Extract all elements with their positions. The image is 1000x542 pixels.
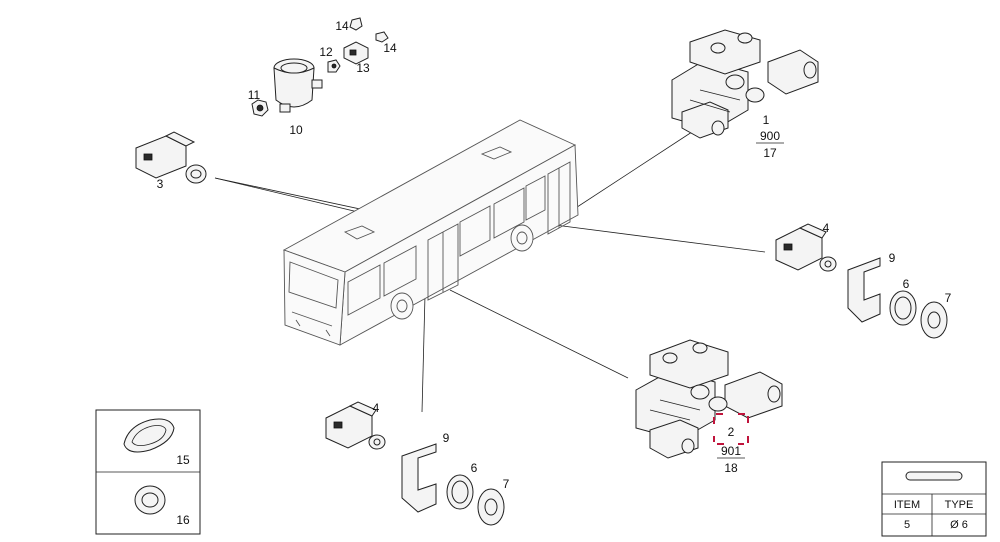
bus-windscreen xyxy=(288,261,339,309)
bus-illustration xyxy=(282,119,579,346)
bus-wheel-hub xyxy=(516,231,528,245)
callout-2-bottom: 18 xyxy=(724,461,738,475)
housing-part-10 xyxy=(273,58,323,113)
bus-bumper xyxy=(291,311,333,337)
callout-16: 16 xyxy=(176,513,190,527)
legend-table xyxy=(881,461,987,537)
valve-block-1 xyxy=(671,29,819,139)
actuator-part-4-right xyxy=(775,223,837,272)
ring-part-6-left xyxy=(446,474,474,510)
bus-rear-wheel xyxy=(510,224,534,252)
callout-4-left: 4 xyxy=(373,401,380,415)
grommet-part-16 xyxy=(134,485,166,515)
bracket-part-9-left xyxy=(401,443,437,513)
fitting-part-12 xyxy=(327,59,341,73)
legend-value-item: 5 xyxy=(904,519,910,531)
washer-part-7-left xyxy=(477,488,505,526)
bracket-part-9-right xyxy=(847,257,881,323)
callout-9-left: 9 xyxy=(443,431,450,445)
callout-13: 13 xyxy=(356,61,370,75)
bus-front xyxy=(283,249,346,346)
bus-roof-hatch xyxy=(343,225,376,240)
switch-part-3 xyxy=(135,131,207,184)
bus-middle-door xyxy=(427,223,459,301)
bus-roof-hatch xyxy=(480,146,513,160)
callout-1-top: 900 xyxy=(760,129,780,143)
bus-front-wheel xyxy=(390,292,414,320)
grommet-part-15 xyxy=(123,418,175,453)
washer-part-7-right xyxy=(920,301,948,339)
callout-11: 11 xyxy=(248,88,261,102)
callout-14-top: 14 xyxy=(335,19,349,33)
actuator-part-4-left xyxy=(325,401,386,450)
bus-window xyxy=(347,264,381,316)
bus-window xyxy=(459,205,491,257)
plug-part-14-right xyxy=(375,31,389,43)
legend-header-item: ITEM xyxy=(894,499,920,511)
callout-1-bottom: 17 xyxy=(763,146,777,160)
callout-7-right: 7 xyxy=(945,291,952,305)
callout-4-right: 4 xyxy=(823,221,830,235)
callout-12: 12 xyxy=(319,45,333,59)
bus-window xyxy=(525,175,546,221)
leader-line xyxy=(421,294,426,413)
leader-line xyxy=(449,289,629,379)
callout-9-right: 9 xyxy=(889,251,896,265)
nut-part-11 xyxy=(251,99,269,117)
callout-2-item: 2 xyxy=(728,425,735,439)
bus-rear-door xyxy=(547,161,571,235)
callout-6-right: 6 xyxy=(903,277,910,291)
legend-value-type: Ø 6 xyxy=(950,519,968,531)
callout-7-left: 7 xyxy=(503,477,510,491)
legend-header-type: TYPE xyxy=(945,499,974,511)
leader-line xyxy=(554,224,766,253)
callout-15: 15 xyxy=(176,453,190,467)
callout-10: 10 xyxy=(289,123,303,137)
bus-wheel-hub xyxy=(396,299,408,313)
bus-window xyxy=(383,245,417,297)
plug-part-14-top xyxy=(349,17,363,31)
hose-icon xyxy=(905,471,963,481)
callout-6-left: 6 xyxy=(471,461,478,475)
callout-1-item: 1 xyxy=(763,113,770,127)
callout-2-top: 901 xyxy=(721,444,741,458)
ring-part-6-right xyxy=(889,290,917,326)
callout-3: 3 xyxy=(157,177,164,191)
valve-block-2 xyxy=(635,339,783,459)
bus-window xyxy=(493,187,525,239)
connector-part-13 xyxy=(343,41,369,65)
callout-14-right: 14 xyxy=(383,41,397,55)
